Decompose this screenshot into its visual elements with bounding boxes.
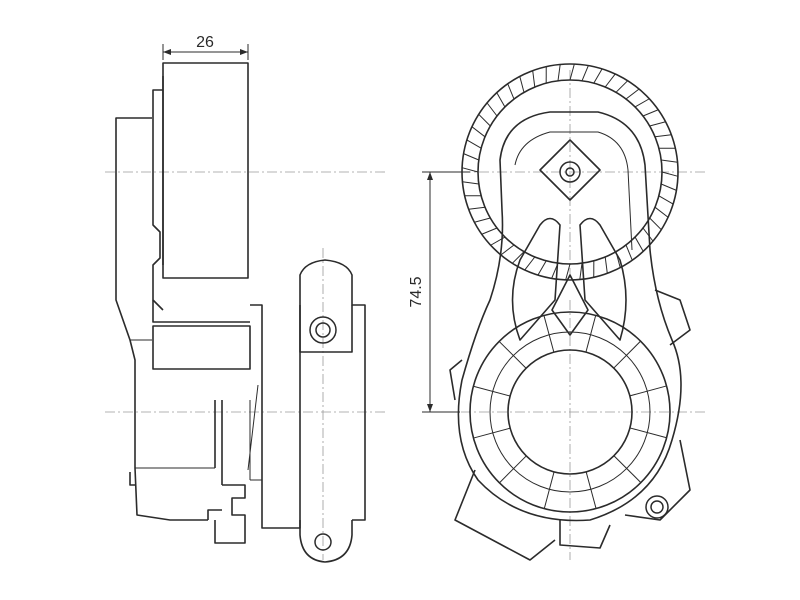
front-base-bracket-lower [559, 520, 611, 549]
pulley-rib [604, 73, 616, 88]
dim-width-label: 26 [196, 34, 214, 51]
pulley-rib [654, 206, 669, 218]
tensioner-arm-outline [115, 117, 208, 521]
pivot-rib [473, 427, 511, 439]
pulley-rib [581, 65, 589, 81]
web-cutout-left [511, 217, 561, 341]
pulley-rib [661, 159, 678, 163]
pulley-rib [463, 153, 479, 161]
pivot-rib [585, 471, 597, 509]
pulley-rib [524, 256, 536, 271]
front-arm-outline [457, 111, 682, 522]
mount-bolt-outer [645, 495, 669, 519]
pulley-bolt [559, 161, 581, 183]
pulley-rib [654, 134, 672, 138]
pulley-rib [649, 217, 662, 231]
pulley-rib [661, 183, 677, 191]
pulley-rib [604, 256, 608, 274]
dimension-width: 26 [162, 34, 249, 60]
pulley-body [162, 62, 249, 279]
side-view [105, 62, 385, 563]
pivot-ring [489, 331, 651, 493]
pulley-rib [478, 113, 491, 127]
pulley-rib [500, 244, 515, 256]
pulley-rib [519, 76, 525, 93]
arm-neck [152, 300, 250, 323]
pulley-rib [625, 244, 633, 261]
pivot-rib [629, 427, 667, 439]
base-lower-lug [299, 520, 353, 563]
pivot-rib [629, 385, 667, 397]
pulley-rib [565, 263, 571, 281]
pivot-bore [507, 349, 633, 475]
pulley-rib [486, 102, 498, 117]
pulley-rib [474, 217, 491, 223]
pivot-rib [613, 455, 642, 483]
pivot-rib [543, 315, 555, 353]
pulley-rib [461, 167, 479, 173]
base-inner-face [299, 305, 353, 353]
pulley-rib [649, 121, 666, 127]
dim-width-arrow-right [240, 49, 248, 55]
front-arm-inner-web [514, 131, 633, 251]
front-base-bracket [449, 289, 691, 561]
web-cutout-right [579, 217, 627, 341]
base-side-plate [299, 259, 366, 521]
pulley-rib [462, 181, 479, 185]
pulley-rib [507, 83, 515, 100]
shaft-detail [214, 400, 246, 544]
lower-boss [129, 472, 222, 520]
pivot-rib [585, 315, 597, 353]
pivot-rib [613, 340, 641, 369]
pulley-rib [511, 251, 525, 264]
pivot-rib [499, 455, 527, 484]
side-mount-hole-lower [314, 533, 332, 551]
dim-center-arrow-bottom [427, 404, 433, 412]
pulley-bolt-center [565, 167, 575, 177]
pulley-rib [658, 195, 674, 205]
pivot-rib [498, 341, 527, 369]
web-cutout-center [551, 274, 589, 336]
pulley-rib [471, 126, 486, 138]
pulley-rib [593, 68, 603, 84]
tensioner-arm-inner [130, 339, 215, 469]
pulley-bolt-diamond [539, 139, 601, 201]
pulley-ribs [461, 63, 679, 281]
side-mount-hole-upper-outer [309, 316, 337, 344]
pulley-rib [532, 70, 536, 88]
pulley-rib [615, 80, 629, 93]
pulley-flange [152, 89, 164, 311]
pulley-rib [625, 88, 640, 100]
pulley-rib [496, 92, 506, 108]
dimension-center-distance: 74.5 [408, 171, 470, 413]
pulley-rib [661, 171, 679, 177]
side-mount-hole-upper-inner [315, 322, 331, 338]
front-view [425, 63, 705, 561]
pivot-boss-outer [469, 311, 671, 513]
pulley-rib [634, 98, 650, 108]
pulley-rib [642, 227, 654, 242]
pivot-ribs [473, 315, 667, 509]
spring-line [247, 384, 259, 471]
pulley-rib [634, 236, 644, 252]
pulley-rib [466, 139, 482, 149]
pulley-rib [579, 263, 583, 280]
dim-width-arrow-left [163, 49, 171, 55]
pivot-rib [473, 385, 511, 397]
shaft-slot [249, 400, 262, 481]
mount-bolt-inner [650, 500, 664, 514]
dim-center-arrow-top [427, 172, 433, 180]
pulley-rib [569, 63, 575, 81]
pivot-rib [543, 471, 555, 509]
pulley-rib [537, 260, 547, 276]
dim-center-label: 74.5 [408, 276, 425, 307]
base-housing [250, 304, 301, 529]
pulley-rib [468, 206, 486, 210]
arm-block [152, 325, 251, 370]
pulley-rib [481, 227, 498, 235]
pulley-rib [557, 64, 561, 81]
pulley-rib [642, 109, 659, 117]
